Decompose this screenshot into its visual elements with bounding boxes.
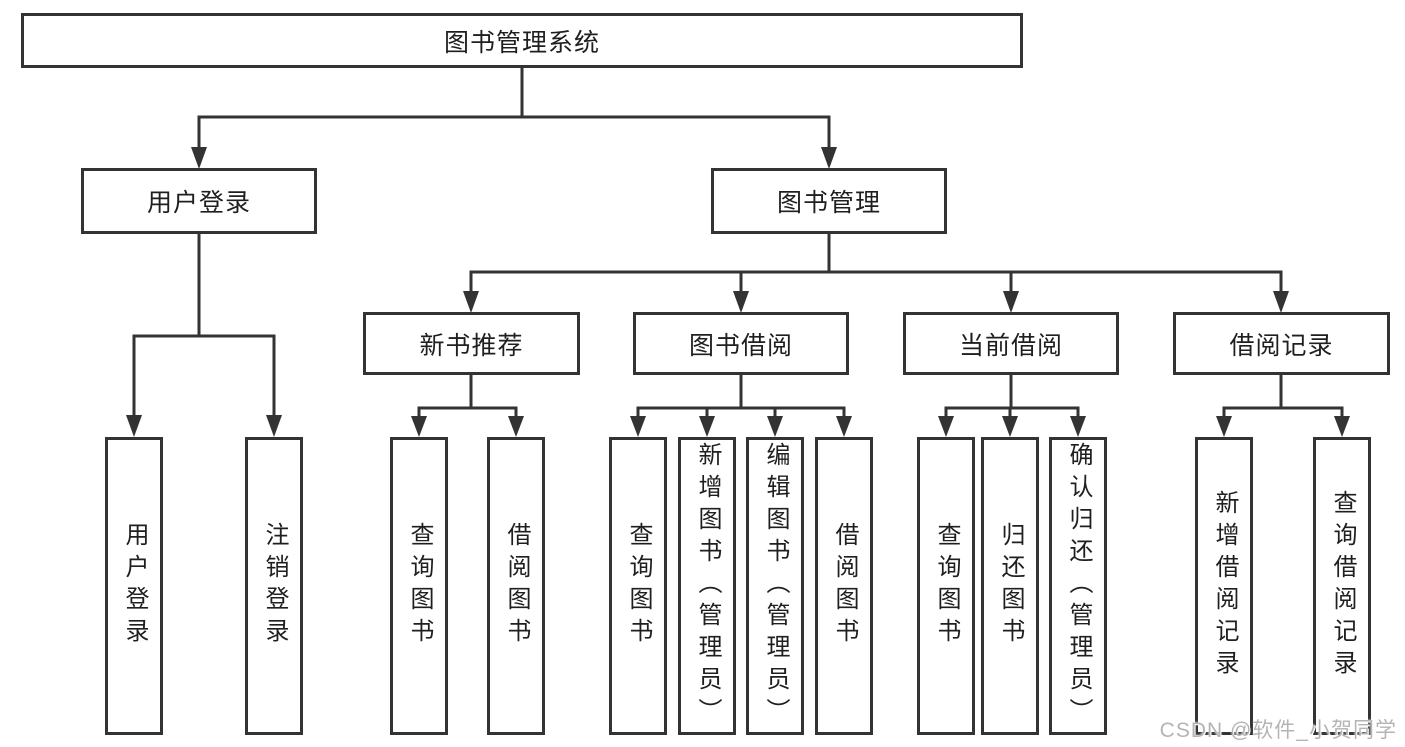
leaf-user-login-label: 用户登录 [121,522,148,650]
connector-book-management-children [469,232,1283,295]
leaf-add-borrow-record-label: 新增借阅记录 [1211,490,1238,682]
arrowheads-book-borrow-children [630,416,852,437]
node-book-borrow-label: 图书借阅 [688,331,793,360]
node-new-book-recommend-label: 新书推荐 [419,331,524,360]
arrowheads-level2 [463,291,1289,313]
node-current-borrow-label: 当前借阅 [958,331,1063,360]
leaf-return-book-label: 归还图书 [997,522,1024,650]
node-user-login: 用户登录 [81,168,317,234]
node-current-borrow: 当前借阅 [903,312,1119,375]
watermark-text: CSDN @软件_小贺同学 [1159,719,1397,742]
node-new-book-recommend: 新书推荐 [363,312,580,375]
leaf-borrow-books-borrow-label: 借阅图书 [831,522,858,650]
arrowheads-new-book-children [411,416,524,437]
leaf-query-books-recommend: 查询图书 [390,437,448,735]
node-borrow-records: 借阅记录 [1173,312,1390,375]
leaf-edit-book-admin-label: 编辑图书（管理员） [762,442,789,730]
connector-borrow-records-children [1222,373,1344,420]
leaf-borrow-books-recommend: 借阅图书 [487,437,545,735]
leaf-return-book: 归还图书 [981,437,1039,735]
leaf-query-books-current-label: 查询图书 [933,522,960,650]
leaf-confirm-return-admin-label: 确认归还（管理员） [1065,442,1092,730]
leaf-query-books-borrow-label: 查询图书 [625,522,652,650]
leaf-query-books-borrow: 查询图书 [609,437,667,735]
node-borrow-records-label: 借阅记录 [1229,331,1334,360]
node-book-borrow: 图书借阅 [633,312,849,375]
leaf-borrow-books-recommend-label: 借阅图书 [503,522,530,650]
arrowheads-user-login-children [126,415,282,437]
node-user-login-label: 用户登录 [146,189,251,217]
leaf-edit-book-admin: 编辑图书（管理员） [746,437,804,735]
leaf-add-borrow-record: 新增借阅记录 [1195,437,1253,735]
leaf-query-borrow-record: 查询借阅记录 [1313,437,1371,735]
arrowheads-borrow-records-children [1216,416,1350,437]
leaf-borrow-books-borrow: 借阅图书 [815,437,873,735]
leaf-query-books-recommend-label: 查询图书 [406,522,433,650]
arrowheads-level1 [191,147,837,169]
connector-user-login-children [132,232,276,420]
connector-book-borrow-children [636,373,846,420]
node-book-management: 图书管理 [711,168,947,234]
leaf-confirm-return-admin: 确认归还（管理员） [1049,437,1107,735]
leaf-user-login: 用户登录 [105,437,163,735]
leaf-query-books-current: 查询图书 [917,437,975,735]
leaf-add-book-admin-label: 新增图书（管理员） [694,442,721,730]
connector-root-to-level1 [197,66,831,152]
leaf-query-borrow-record-label: 查询借阅记录 [1329,490,1356,682]
arrowheads-current-borrow-children [938,416,1086,437]
connector-current-borrow-children [944,373,1080,420]
node-root-label: 图书管理系统 [443,28,600,57]
node-root: 图书管理系统 [21,13,1023,68]
leaf-logout-label: 注销登录 [261,522,288,650]
leaf-logout: 注销登录 [245,437,303,735]
leaf-add-book-admin: 新增图书（管理员） [678,437,736,735]
connector-new-book-children [417,373,518,420]
node-book-management-label: 图书管理 [776,189,881,217]
